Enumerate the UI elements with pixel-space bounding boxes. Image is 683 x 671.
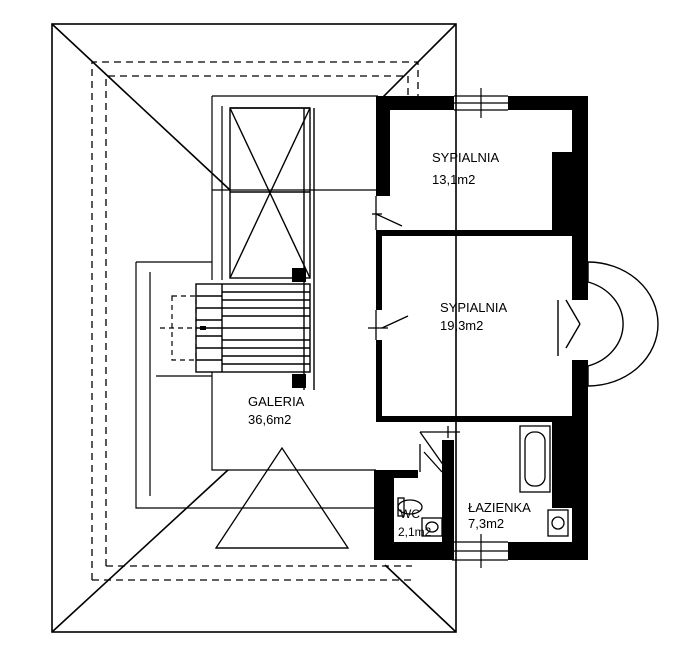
door-bedroom-2 <box>368 310 409 340</box>
toilet <box>397 497 423 517</box>
bedroom-2-area: 19,3m2 <box>440 318 483 333</box>
door-bedroom-1 <box>372 196 403 230</box>
column <box>200 326 206 330</box>
stairwell <box>229 107 315 390</box>
skylight <box>214 446 350 549</box>
bathroom-name: ŁAZIENKA <box>468 500 531 515</box>
stair-flight <box>195 283 311 373</box>
window-bottom <box>452 534 508 568</box>
bay-window <box>557 261 659 387</box>
gallery-area: 36,6m2 <box>248 412 291 427</box>
column <box>292 374 306 388</box>
bathtub <box>519 425 551 493</box>
bedroom-2-name: SYPIALNIA <box>440 300 508 315</box>
column <box>292 268 306 282</box>
window-top <box>454 88 508 118</box>
stair-dashed-lower <box>160 295 197 361</box>
wc-name: WC <box>400 507 420 521</box>
dashed-eave-lines <box>91 61 419 581</box>
gallery-outline <box>135 95 378 509</box>
walls <box>374 96 588 560</box>
gallery-name: GALERIA <box>248 394 305 409</box>
wc-basin <box>421 517 443 537</box>
bedroom-1-area: 13,1m2 <box>432 172 475 187</box>
bathroom-area: 7,3m2 <box>468 516 504 531</box>
door-wc <box>419 444 443 473</box>
door-bathroom <box>419 426 460 467</box>
bedroom-1-name: SYPIALNIA <box>432 150 500 165</box>
roof-outline <box>51 23 457 633</box>
wc-area: 2,1m2 <box>398 525 432 539</box>
washbasin <box>547 509 569 537</box>
